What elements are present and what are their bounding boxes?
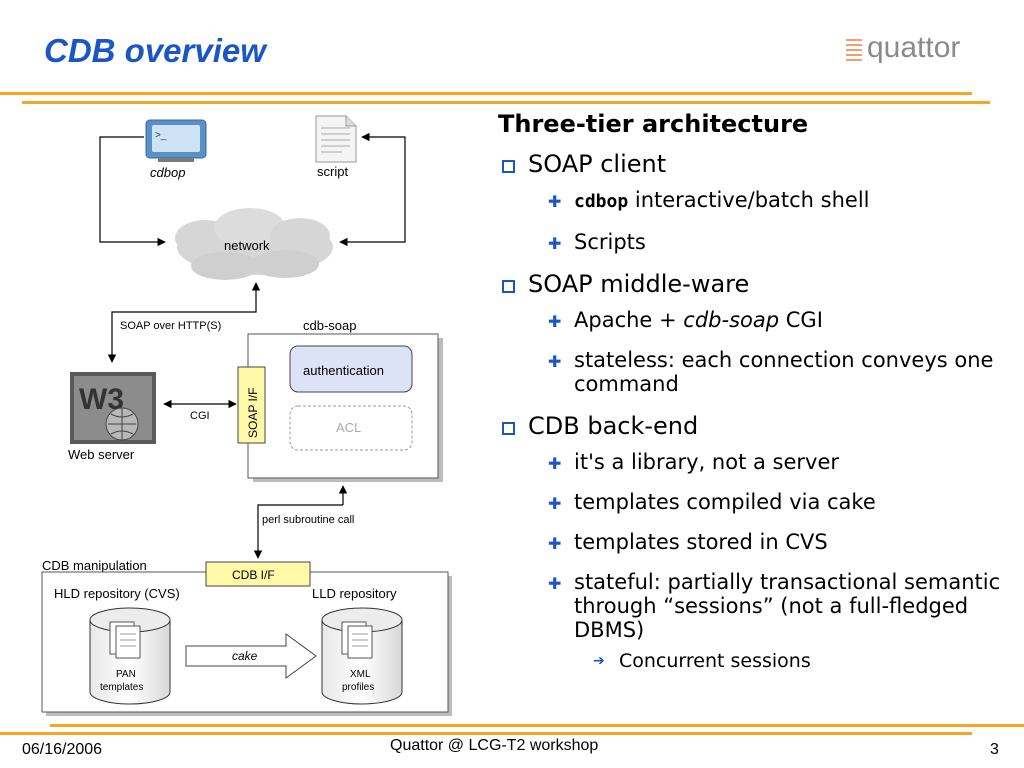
bullet-templates-stored: ✚ templates stored in CVS (498, 530, 1018, 554)
logo-text: quattor (867, 31, 961, 64)
cake-label: cake (232, 649, 258, 663)
script-label: script (317, 164, 348, 179)
logo-mark-icon (846, 38, 862, 61)
plus-bullet-icon: ✚ (548, 352, 562, 371)
soap-http-label: SOAP over HTTP(S) (120, 320, 221, 332)
lld-repository-icon (321, 607, 403, 705)
architecture-diagram: >_ cdbop script network SOAP over HTTP(S… (41, 115, 452, 716)
footer-date: 06/16/2006 (22, 741, 103, 758)
terminal-icon: >_ (145, 119, 207, 162)
quattor-logo: quattor (846, 31, 960, 65)
authentication-box (289, 345, 413, 393)
cdb-if-label: CDB I/F (232, 568, 275, 582)
apache-em: cdb-soap (683, 308, 780, 332)
footer-rule-secondary (0, 732, 972, 735)
cdbop-text: interactive/batch shell (628, 188, 870, 212)
hld-repo-label: HLD repository (CVS) (54, 586, 180, 601)
cdbop-network-arrow (99, 136, 166, 247)
bullet-apache: ✚ Apache + cdb-soap CGI (498, 308, 1018, 332)
templates-stored-text: templates stored in CVS (574, 530, 828, 554)
cdbop-code: cdbop (574, 191, 629, 212)
bullet-cdbop: ✚ cdbop interactive/batch shell (498, 188, 1018, 214)
plus-bullet-icon: ✚ (548, 192, 562, 211)
bullet-stateful: ✚ stateful: partially transactional seman… (498, 570, 1018, 642)
page-number: 3 (990, 741, 999, 758)
bullet-stateless: ✚ stateless: each connection conveys one … (498, 348, 1018, 396)
svg-text:>_: >_ (155, 130, 167, 141)
stateless-text: stateless: each connection conveys one c… (574, 348, 994, 396)
templates-compiled-text: templates compiled via cake (574, 490, 876, 514)
web-server-label: Web server (68, 447, 135, 462)
hld-repository-icon (89, 607, 171, 705)
pan-templates-line1: PAN (116, 669, 136, 680)
xml-profiles-line1: XML (350, 669, 371, 680)
cdb-if-box (205, 561, 311, 587)
acl-box (289, 405, 413, 451)
perl-call-arrow-down (253, 504, 343, 559)
scripts-text: Scripts (574, 230, 646, 254)
header-rule-secondary (22, 101, 990, 104)
soap-if-label: SOAP I/F (246, 388, 260, 438)
footer-rule (50, 724, 1024, 727)
bullet-templates-compiled: ✚ templates compiled via cake (498, 490, 1018, 514)
cdb-manipulation-label: CDB manipulation (42, 558, 147, 573)
arrow-bullet-icon: ➔ (593, 653, 605, 669)
plus-bullet-icon: ✚ (548, 494, 562, 513)
plus-bullet-icon: ✚ (548, 534, 562, 553)
xml-profiles-line2: profiles (342, 682, 374, 693)
content-heading: Three-tier architecture (498, 110, 809, 138)
plus-bullet-icon: ✚ (548, 312, 562, 331)
soap-if-box (237, 366, 266, 444)
apache-post: CGI (779, 308, 823, 332)
bullet-concurrent-sessions: ➔ Concurrent sessions (498, 650, 1018, 672)
authentication-label: authentication (303, 363, 384, 378)
library-text: it's a library, not a server (574, 450, 840, 474)
plus-bullet-icon: ✚ (548, 234, 562, 253)
cgi-label: CGI (190, 410, 210, 422)
script-network-arrow (339, 132, 406, 247)
cdb-soap-label: cdb-soap (303, 318, 356, 333)
pan-templates-line2: templates (100, 682, 143, 693)
document-icon (315, 115, 357, 163)
header-rule (0, 92, 972, 95)
bullet-list: Three-tier architecture SOAP client ✚ cdb… (498, 110, 1018, 672)
soap-http-connector (107, 282, 261, 363)
plus-bullet-icon: ✚ (548, 574, 562, 593)
plus-bullet-icon: ✚ (548, 454, 562, 473)
web-server-icon: W3 (70, 372, 156, 444)
bullet-soap-client: SOAP client (498, 150, 1018, 178)
cdbop-label: cdbop (150, 165, 185, 180)
perl-call-label: perl subroutine call (262, 514, 354, 526)
bullet-library: ✚ it's a library, not a server (498, 450, 1018, 474)
acl-label: ACL (336, 420, 361, 435)
stateful-text: stateful: partially transactional semant… (574, 570, 1001, 642)
footer-title: Quattor @ LCG-T2 workshop (390, 737, 599, 754)
bullet-scripts: ✚ Scripts (498, 230, 1018, 254)
network-label: network (224, 238, 270, 253)
network-cloud-icon (175, 208, 333, 280)
cake-arrow (185, 633, 317, 679)
bullet-soap-middleware: SOAP middle-ware (498, 270, 1018, 298)
lld-repo-label: LLD repository (312, 586, 397, 601)
concurrent-sessions-text: Concurrent sessions (619, 650, 811, 672)
bullet-cdb-backend: CDB back-end (498, 412, 1018, 440)
apache-pre: Apache + (574, 308, 684, 332)
slide-title: CDB overview (44, 32, 266, 69)
